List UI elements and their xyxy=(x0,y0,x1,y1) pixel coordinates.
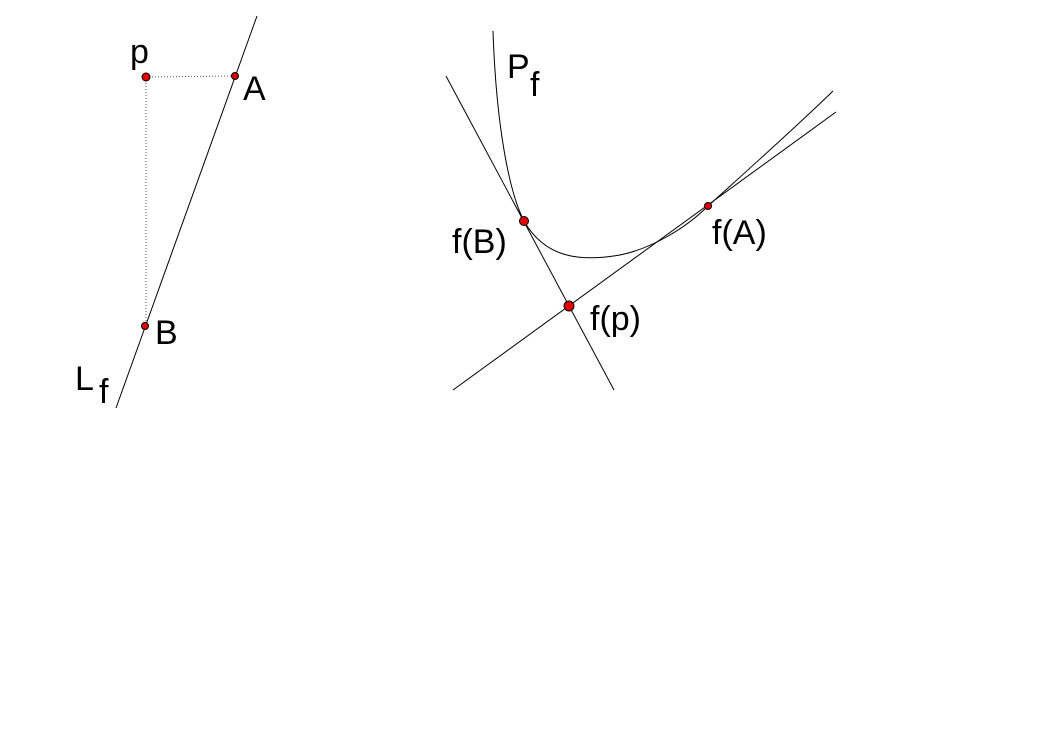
point-p xyxy=(141,72,151,82)
tangent-line-at-f-b xyxy=(445,75,615,391)
label-b: B xyxy=(155,314,178,352)
right-figure: P f f(B) f(A) f(p) xyxy=(445,30,837,391)
point-f-a xyxy=(704,202,712,210)
label-f-b: f(B) xyxy=(452,223,507,261)
point-a xyxy=(231,72,239,80)
point-f-p xyxy=(563,300,575,312)
label-p: p xyxy=(130,33,149,71)
left-figure: p A B L f xyxy=(75,15,266,411)
label-f-a: f(A) xyxy=(712,214,767,252)
label-l: L xyxy=(75,360,94,398)
tangent-line-at-f-a xyxy=(452,111,837,391)
label-a: A xyxy=(243,70,266,108)
dotted-segment-p-a xyxy=(145,75,236,78)
line-l-f xyxy=(115,15,258,409)
label-l-subscript: f xyxy=(99,373,109,411)
label-f-p: f(p) xyxy=(590,300,641,338)
point-f-b xyxy=(519,216,529,226)
label-p-f: P xyxy=(507,48,530,86)
point-b xyxy=(141,322,149,330)
curve-p-f xyxy=(492,30,834,259)
label-p-f-subscript: f xyxy=(530,66,540,104)
